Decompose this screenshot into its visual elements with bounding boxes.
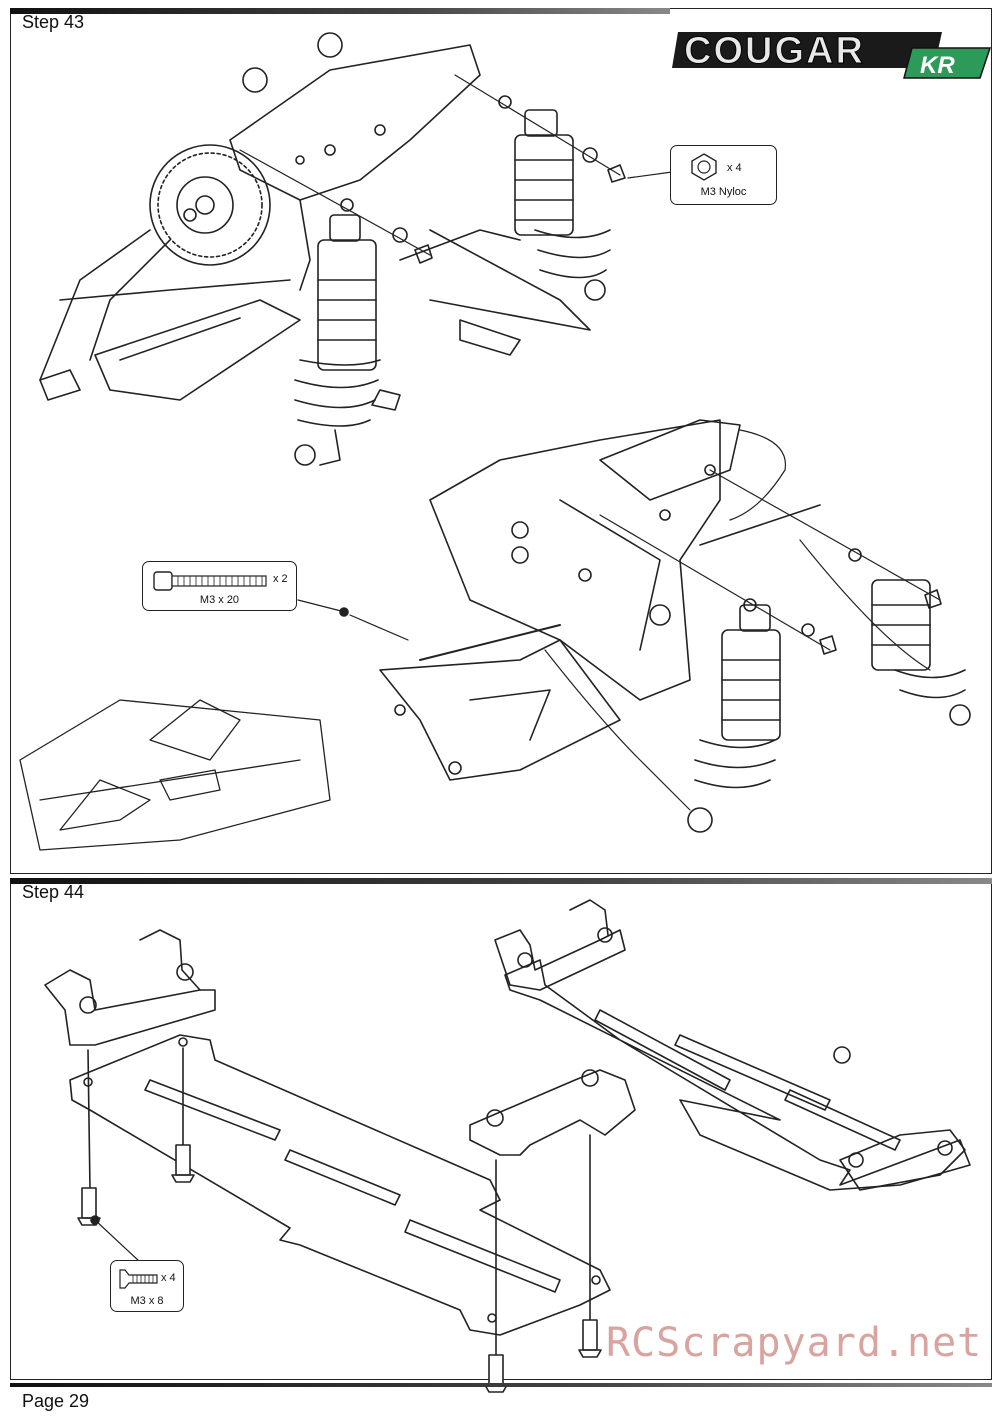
rear-bulkhead-lower bbox=[429, 419, 721, 701]
page-number: Page 29 bbox=[22, 1391, 90, 1411]
brace-plate-exploded bbox=[69, 1034, 611, 1336]
nyloc-label: M3 Nyloc bbox=[700, 186, 747, 198]
rear-arm-upper bbox=[39, 279, 301, 401]
step-44-title: Step 44 bbox=[22, 882, 85, 902]
countersunk-screw-icon bbox=[119, 1269, 158, 1289]
chassis-upper bbox=[371, 229, 591, 411]
pivot-block-left bbox=[44, 929, 216, 1046]
step-43-title: Step 43 bbox=[22, 12, 85, 32]
callout-m3-nyloc: x 4 M3 Nyloc bbox=[670, 145, 777, 205]
step-44-tab-bar bbox=[10, 878, 992, 884]
step-43-illustration bbox=[19, 32, 971, 851]
shock-absorber-left bbox=[294, 214, 381, 466]
m3x20-label: M3 x 20 bbox=[199, 594, 240, 606]
m3x20-qty: x 2 bbox=[273, 573, 288, 585]
shock-tower-lower bbox=[599, 419, 741, 521]
cougar-kr-logo: COUGAR KR bbox=[672, 18, 992, 80]
logo-main-text: COUGAR bbox=[684, 30, 865, 72]
watermark-text: RCScrapyard.net bbox=[606, 1320, 983, 1366]
shock-tower-upper bbox=[229, 32, 481, 291]
logo-graphic: COUGAR KR bbox=[672, 30, 992, 79]
footer-bar bbox=[10, 1383, 992, 1387]
rear-arm-lower bbox=[379, 639, 621, 781]
m3x8-qty: x 4 bbox=[161, 1272, 176, 1284]
callout-m3x20-screw: x 2 M3 x 20 bbox=[142, 561, 297, 611]
pivot-block-right bbox=[469, 1069, 636, 1156]
spur-gear-icon bbox=[39, 144, 271, 381]
shock-absorber-right bbox=[514, 109, 611, 301]
logo-sub-text: KR bbox=[920, 52, 955, 79]
nyloc-qty: x 4 bbox=[727, 162, 742, 174]
cap-screw-icon bbox=[153, 571, 267, 591]
hex-nut-icon bbox=[691, 153, 717, 181]
step-43-tab-bar bbox=[10, 8, 670, 14]
brace-plate-assembled bbox=[494, 899, 971, 1191]
inset-detail bbox=[19, 699, 331, 851]
shock-absorber-lower-left bbox=[687, 604, 781, 833]
callout-m3x8-screw: x 4 M3 x 8 bbox=[110, 1260, 184, 1312]
m3x8-label: M3 x 8 bbox=[130, 1295, 164, 1307]
shock-absorber-lower-right bbox=[871, 579, 971, 726]
